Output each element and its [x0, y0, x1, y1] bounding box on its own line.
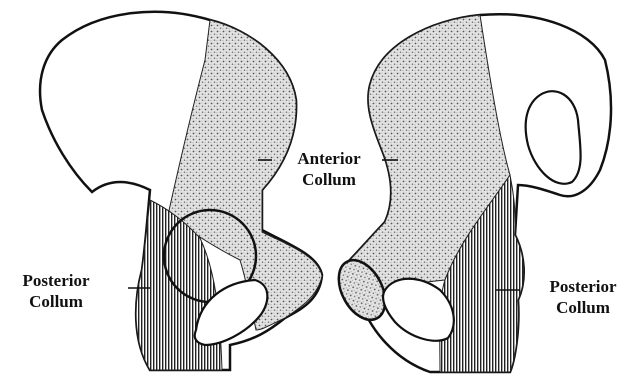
anterior-label-line1: Anterior	[274, 148, 384, 169]
right-hip-bone	[329, 14, 611, 372]
left-hip-bone	[40, 12, 322, 370]
posterior-right-label-line1: Posterior	[528, 276, 638, 297]
posterior-left-label-line1: Posterior	[2, 270, 110, 291]
posterior-right-label-line2: Collum	[528, 297, 638, 318]
posterior-collum-label-right: Posterior Collum	[528, 276, 638, 318]
posterior-left-label-line2: Collum	[2, 291, 110, 312]
anterior-collum-label: Anterior Collum	[274, 148, 384, 190]
posterior-collum-label-left: Posterior Collum	[2, 270, 110, 312]
anterior-label-line2: Collum	[274, 169, 384, 190]
